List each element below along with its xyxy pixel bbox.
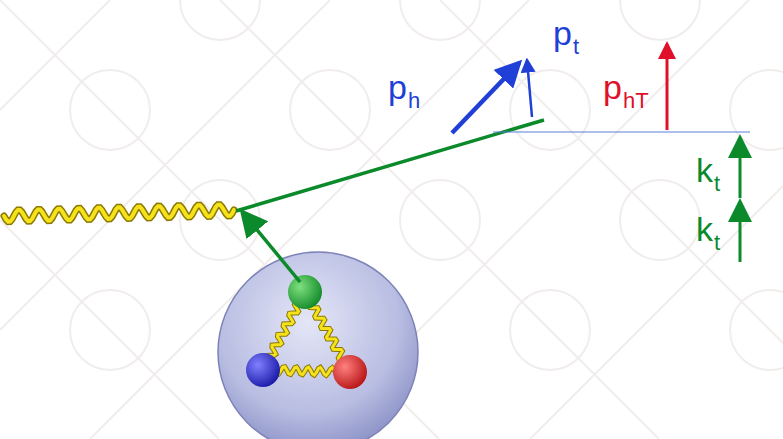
momentum-label: kt	[696, 212, 720, 246]
photon-outline	[4, 205, 234, 222]
momentum-label: ph	[388, 70, 420, 104]
momentum-label: kt	[696, 153, 720, 187]
photon-line	[4, 205, 234, 222]
momentum-label: pt	[553, 16, 579, 50]
momentum-label: phT	[603, 70, 649, 104]
